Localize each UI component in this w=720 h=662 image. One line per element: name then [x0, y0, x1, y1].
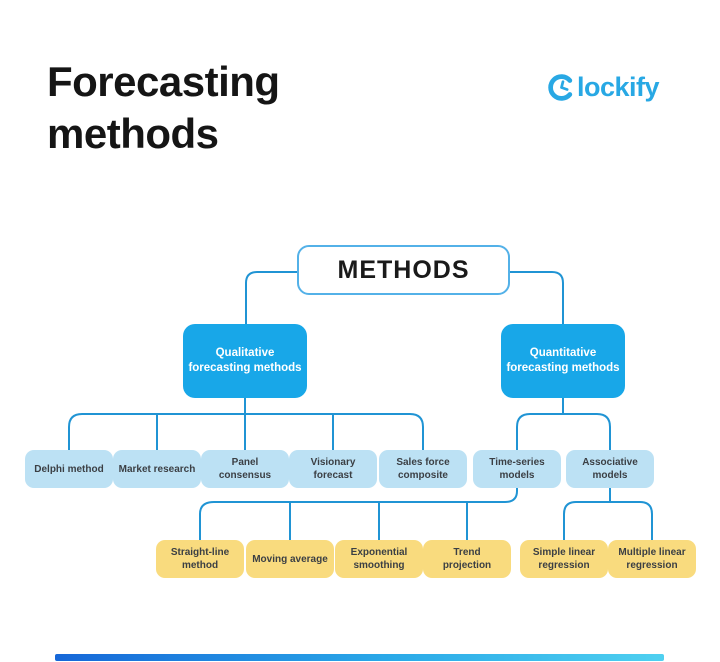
node-visionary-forecast: Visionary forecast [289, 450, 377, 488]
node-sales-force-composite: Sales force composite [379, 450, 467, 488]
page-title-line2: methods [47, 109, 219, 157]
clockify-clock-c-icon [547, 73, 576, 102]
connector [68, 413, 424, 451]
node-simple-linear-regression: Simple linear regression [520, 540, 608, 578]
connector [509, 271, 564, 325]
node-methods-root: METHODS [297, 245, 510, 295]
node-panel-consensus: Panel consensus [201, 450, 289, 488]
node-trend-projection: Trend projection [423, 540, 511, 578]
connector [563, 501, 653, 541]
node-qualitative-forecasting-methods: Qualitative forecasting methods [183, 324, 307, 398]
node-time-series-models: Time-series models [473, 450, 561, 488]
connector [199, 487, 518, 541]
node-market-research: Market research [113, 450, 201, 488]
node-delphi-method: Delphi method [25, 450, 113, 488]
node-exponential-smoothing: Exponential smoothing [335, 540, 423, 578]
node-quantitative-forecasting-methods: Quantitative forecasting methods [501, 324, 625, 398]
footer-accent-bar [55, 654, 664, 661]
node-moving-average: Moving average [246, 540, 334, 578]
node-straight-line-method: Straight-line method [156, 540, 244, 578]
page-title-line1: Forecasting [47, 58, 280, 105]
clockify-logo-text: lockify [577, 72, 660, 102]
node-associative-models: Associative models [566, 450, 654, 488]
connector [245, 271, 298, 325]
connector [516, 413, 611, 451]
clockify-logo: lockify [547, 72, 660, 103]
node-multiple-linear-regression: Multiple linear regression [608, 540, 696, 578]
page-title: Forecasting methods [47, 56, 280, 159]
